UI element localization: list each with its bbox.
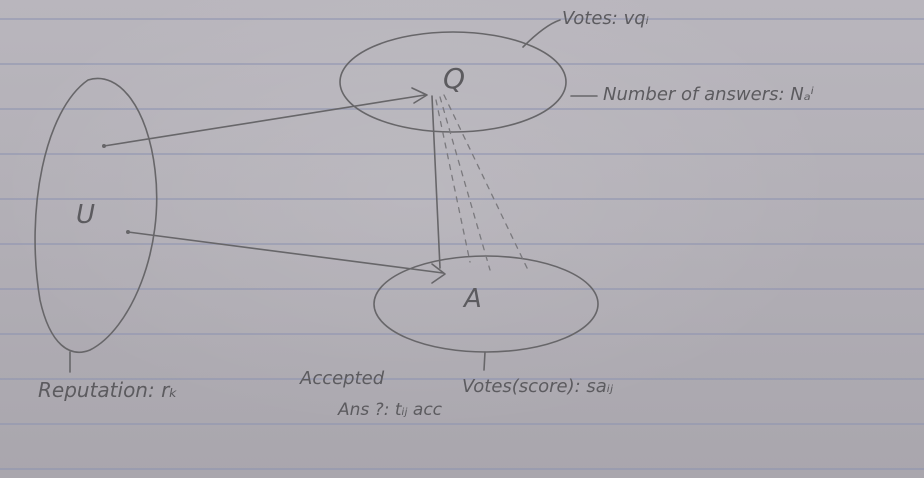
question-answer-dashed-link-1 — [435, 99, 471, 263]
rule-line — [0, 18, 924, 20]
rule-line — [0, 423, 924, 425]
rule-line — [0, 333, 924, 335]
question-answer-dashed-link-3 — [443, 94, 529, 271]
reputation-label: Reputation: rₖ — [38, 378, 178, 402]
question-node-ellipse — [339, 31, 567, 133]
user-dot-1 — [102, 144, 106, 148]
user-dot-2 — [126, 230, 130, 234]
rule-line — [0, 378, 924, 380]
user-to-question-arrow — [103, 94, 426, 147]
votes-q-leader — [522, 19, 561, 48]
user-to-answer-arrowhead — [431, 263, 446, 284]
accepted-answer-label-line1: Accepted — [300, 368, 385, 389]
rule-line — [0, 198, 924, 200]
rule-line — [0, 288, 924, 290]
number-of-answers-label: Number of answers: Nₐⁱ — [603, 84, 815, 105]
user-node-ellipse — [34, 77, 158, 353]
rule-line — [0, 153, 924, 155]
votes-score-leader — [483, 351, 486, 371]
user-to-question-arrowhead — [411, 87, 428, 104]
votes-score-label: Votes(score): saᵢⱼ — [462, 376, 614, 397]
accepted-answer-label-line2: Ans ?: tᵢⱼ acc — [338, 400, 443, 420]
question-node-label: Q — [443, 62, 466, 95]
user-node-label: U — [76, 200, 96, 230]
rule-line — [0, 63, 924, 65]
rule-line — [0, 243, 924, 245]
question-answer-solid-link — [431, 95, 441, 269]
question-answer-dashed-link-2 — [439, 96, 491, 271]
rule-line — [0, 468, 924, 470]
votes-question-label: Votes: vqᵢ — [562, 8, 649, 29]
answer-node-label: A — [464, 284, 482, 314]
answer-node-ellipse — [373, 255, 599, 353]
user-to-answer-arrow — [127, 231, 444, 274]
rule-line — [0, 108, 924, 110]
